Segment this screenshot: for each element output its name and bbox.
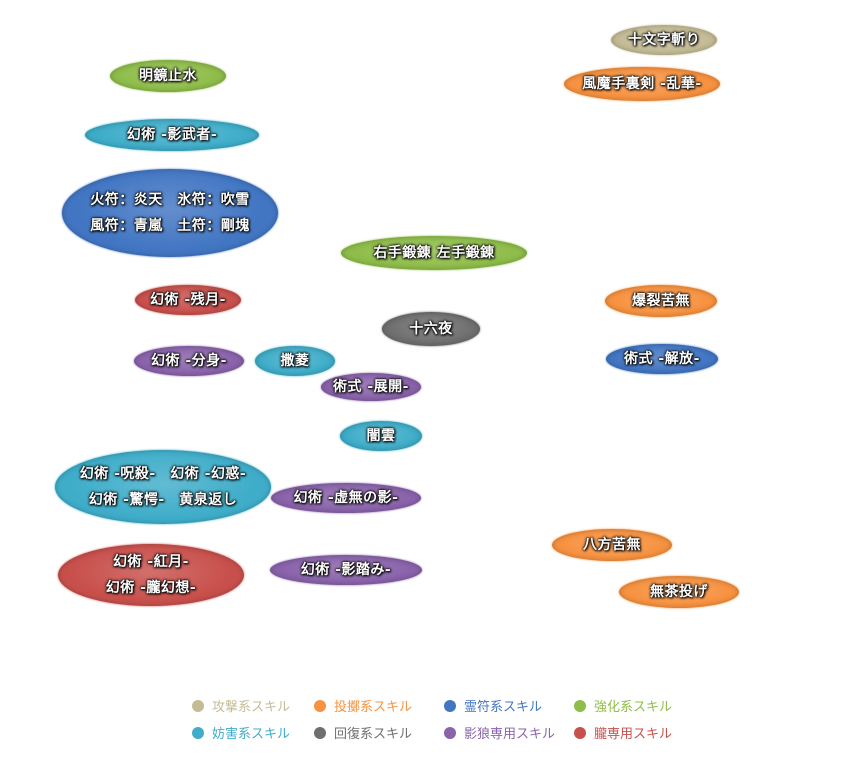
legend-item-spirit: 霊符系スキル	[444, 696, 574, 715]
skill-node-kaihou: 術式 -解放-	[606, 344, 718, 374]
skill-label: 幻術 -影踏み-	[300, 562, 392, 578]
skill-label: 十六夜	[409, 321, 453, 337]
skill-label: 無茶投げ	[650, 584, 708, 600]
skill-node-bakuretsu: 爆裂苦無	[605, 285, 717, 317]
legend-dot-attack-icon	[192, 699, 204, 712]
skill-label: 明鏡止水	[139, 68, 197, 84]
skill-node-izayoi: 十六夜	[382, 312, 480, 346]
skill-label: 幻術 -驚愕- 黄泉返し	[88, 492, 238, 508]
skill-label: 幻術 -分身-	[151, 353, 227, 369]
skill-node-fuuma: 風魔手裏剣 -乱華-	[564, 67, 720, 101]
skill-node-fu: 火符：炎天 氷符：吹雪風符：青嵐 土符：剛塊	[62, 169, 278, 257]
skill-label: 撒菱	[280, 353, 310, 369]
skill-node-zangetsu: 幻術 -残月-	[135, 285, 241, 315]
skill-node-makibishi: 撒菱	[255, 346, 335, 376]
skill-label: 幻術 -残月-	[150, 292, 226, 308]
skill-label: 火符：炎天 氷符：吹雪	[90, 192, 250, 208]
legend-label-spirit: 霊符系スキル	[464, 700, 543, 715]
legend: 攻撃系スキル 投擲系スキル 霊符系スキル 強化系スキル 妨害系スキル 回復系スキ…	[192, 696, 712, 742]
skill-label: 術式 -解放-	[624, 351, 700, 367]
skill-label: 幻術 -虚無の影-	[293, 490, 399, 506]
skill-node-kyomu: 幻術 -虚無の影-	[271, 483, 421, 513]
skill-node-tanren: 右手鍛錬 左手鍛錬	[341, 236, 527, 270]
skill-label: 幻術 -影武者-	[126, 127, 218, 143]
skill-label: 術式 -展開-	[333, 379, 409, 395]
skill-node-bunshin: 幻術 -分身-	[134, 346, 244, 376]
legend-dot-heal-icon	[314, 726, 326, 739]
skill-node-jumonji: 十文字斬り	[611, 25, 717, 55]
legend-label-hinder: 妨害系スキル	[212, 727, 291, 742]
legend-label-wolf: 影狼専用スキル	[464, 727, 556, 742]
skill-label: 右手鍛錬 左手鍛錬	[373, 245, 495, 261]
skill-label: 幻術 -紅月-	[113, 554, 189, 570]
skill-label: 十文字斬り	[627, 32, 701, 48]
skill-node-yamigumo: 闇雲	[340, 421, 422, 451]
skill-node-meikyou: 明鏡止水	[110, 60, 226, 92]
legend-label-oboro: 朧専用スキル	[594, 727, 673, 742]
skill-node-kagemusha: 幻術 -影武者-	[85, 119, 259, 151]
legend-item-hinder: 妨害系スキル	[192, 723, 314, 742]
skill-label: 闇雲	[366, 428, 396, 444]
skill-node-jusatsu: 幻術 -呪殺- 幻術 -幻惑- 幻術 -驚愕- 黄泉返し	[55, 450, 271, 524]
legend-item-buff: 強化系スキル	[574, 696, 694, 715]
legend-item-wolf: 影狼専用スキル	[444, 723, 574, 742]
legend-label-heal: 回復系スキル	[334, 727, 413, 742]
legend-dot-hinder-icon	[192, 726, 204, 739]
skill-label: 爆裂苦無	[632, 293, 690, 309]
legend-label-buff: 強化系スキル	[594, 700, 673, 715]
skill-node-kougetsu: 幻術 -紅月- 幻術 -朧幻想-	[58, 544, 244, 606]
skill-node-happou: 八方苦無	[552, 529, 672, 561]
skill-label: 幻術 -呪殺- 幻術 -幻惑-	[79, 466, 247, 482]
skill-label: 幻術 -朧幻想-	[105, 580, 197, 596]
skill-node-tenkai: 術式 -展開-	[321, 373, 421, 401]
legend-dot-throw-icon	[314, 699, 326, 712]
legend-dot-buff-icon	[574, 699, 586, 712]
legend-label-attack: 攻撃系スキル	[212, 700, 291, 715]
legend-item-oboro: 朧専用スキル	[574, 723, 694, 742]
legend-item-attack: 攻撃系スキル	[192, 696, 314, 715]
skill-label: 八方苦無	[583, 537, 641, 553]
skill-label: 風魔手裏剣 -乱華-	[582, 76, 702, 92]
legend-item-throw: 投擲系スキル	[314, 696, 444, 715]
skill-node-mucha: 無茶投げ	[619, 576, 739, 608]
legend-dot-spirit-icon	[444, 699, 456, 712]
legend-dot-wolf-icon	[444, 726, 456, 739]
legend-dot-oboro-icon	[574, 726, 586, 739]
legend-item-heal: 回復系スキル	[314, 723, 444, 742]
skill-label: 風符：青嵐 土符：剛塊	[90, 218, 250, 234]
skill-node-kagefumi: 幻術 -影踏み-	[270, 555, 422, 585]
legend-label-throw: 投擲系スキル	[334, 700, 413, 715]
